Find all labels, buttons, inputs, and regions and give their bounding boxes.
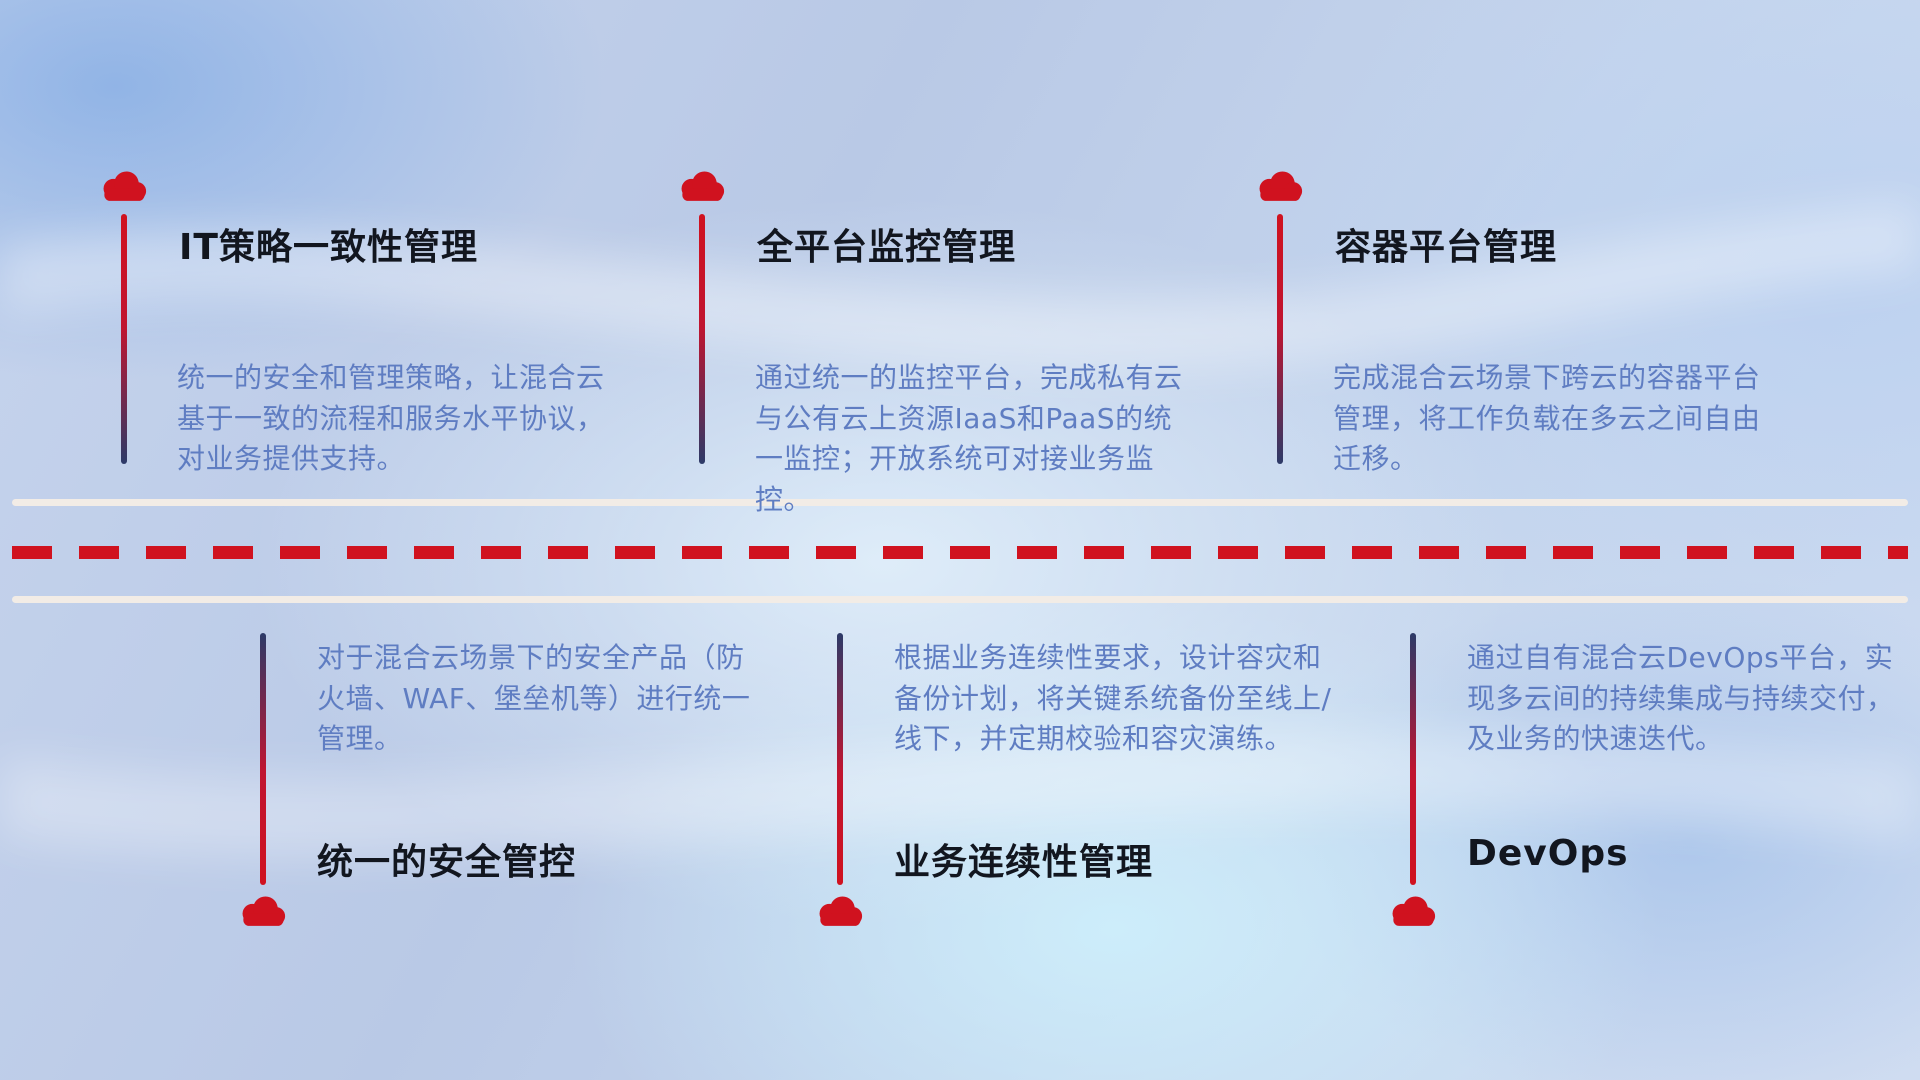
milestone-title: 全平台监控管理 bbox=[757, 227, 1017, 268]
connector-line bbox=[1410, 633, 1416, 885]
road-dashed-line bbox=[12, 546, 1908, 559]
cloud-icon bbox=[681, 171, 725, 201]
milestone-description: 通过统一的监控平台，完成私有云与公有云上资源IaaS和PaaS的统一监控；开放系… bbox=[755, 361, 1183, 516]
milestone-title: 容器平台管理 bbox=[1335, 227, 1558, 268]
cloud-icon bbox=[1259, 171, 1303, 201]
road-line-bottom bbox=[12, 596, 1908, 603]
milestone-title: 统一的安全管控 bbox=[317, 842, 577, 883]
cloud-icon bbox=[103, 171, 147, 201]
connector-line bbox=[1277, 214, 1283, 464]
cloud-icon bbox=[1392, 896, 1436, 926]
milestone-it-policy: IT策略一致性管理 统一的安全和管理策略，让混合云基于一致的流程和服务水平协议，… bbox=[97, 168, 617, 475]
milestone-description: 通过自有混合云DevOps平台，实现多云间的持续集成与持续交付，及业务的快速迭代… bbox=[1467, 641, 1895, 756]
connector-line bbox=[260, 633, 266, 885]
connector-line bbox=[121, 214, 127, 464]
road-line-top bbox=[12, 499, 1908, 506]
milestone-platform-monitoring: 全平台监控管理 通过统一的监控平台，完成私有云与公有云上资源IaaS和PaaS的… bbox=[675, 168, 1195, 516]
connector-line bbox=[699, 214, 705, 464]
milestone-description: 对于混合云场景下的安全产品（防火墙、WAF、堡垒机等）进行统一管理。 bbox=[317, 641, 751, 756]
milestone-description: 根据业务连续性要求，设计容灾和备份计划，将关键系统备份至线上/线下，并定期校验和… bbox=[894, 641, 1332, 756]
connector-line bbox=[837, 633, 843, 885]
milestone-title: 业务连续性管理 bbox=[894, 842, 1154, 883]
cloud-icon bbox=[819, 896, 863, 926]
milestone-title: IT策略一致性管理 bbox=[179, 227, 478, 268]
cloud-icon bbox=[242, 896, 286, 926]
milestone-title: DevOps bbox=[1467, 833, 1629, 874]
milestone-container-platform: 容器平台管理 完成混合云场景下跨云的容器平台管理，将工作负载在多云之间自由迁移。 bbox=[1253, 168, 1773, 475]
milestone-description: 统一的安全和管理策略，让混合云基于一致的流程和服务水平协议，对业务提供支持。 bbox=[177, 361, 605, 476]
milestone-description: 完成混合云场景下跨云的容器平台管理，将工作负载在多云之间自由迁移。 bbox=[1333, 361, 1761, 476]
